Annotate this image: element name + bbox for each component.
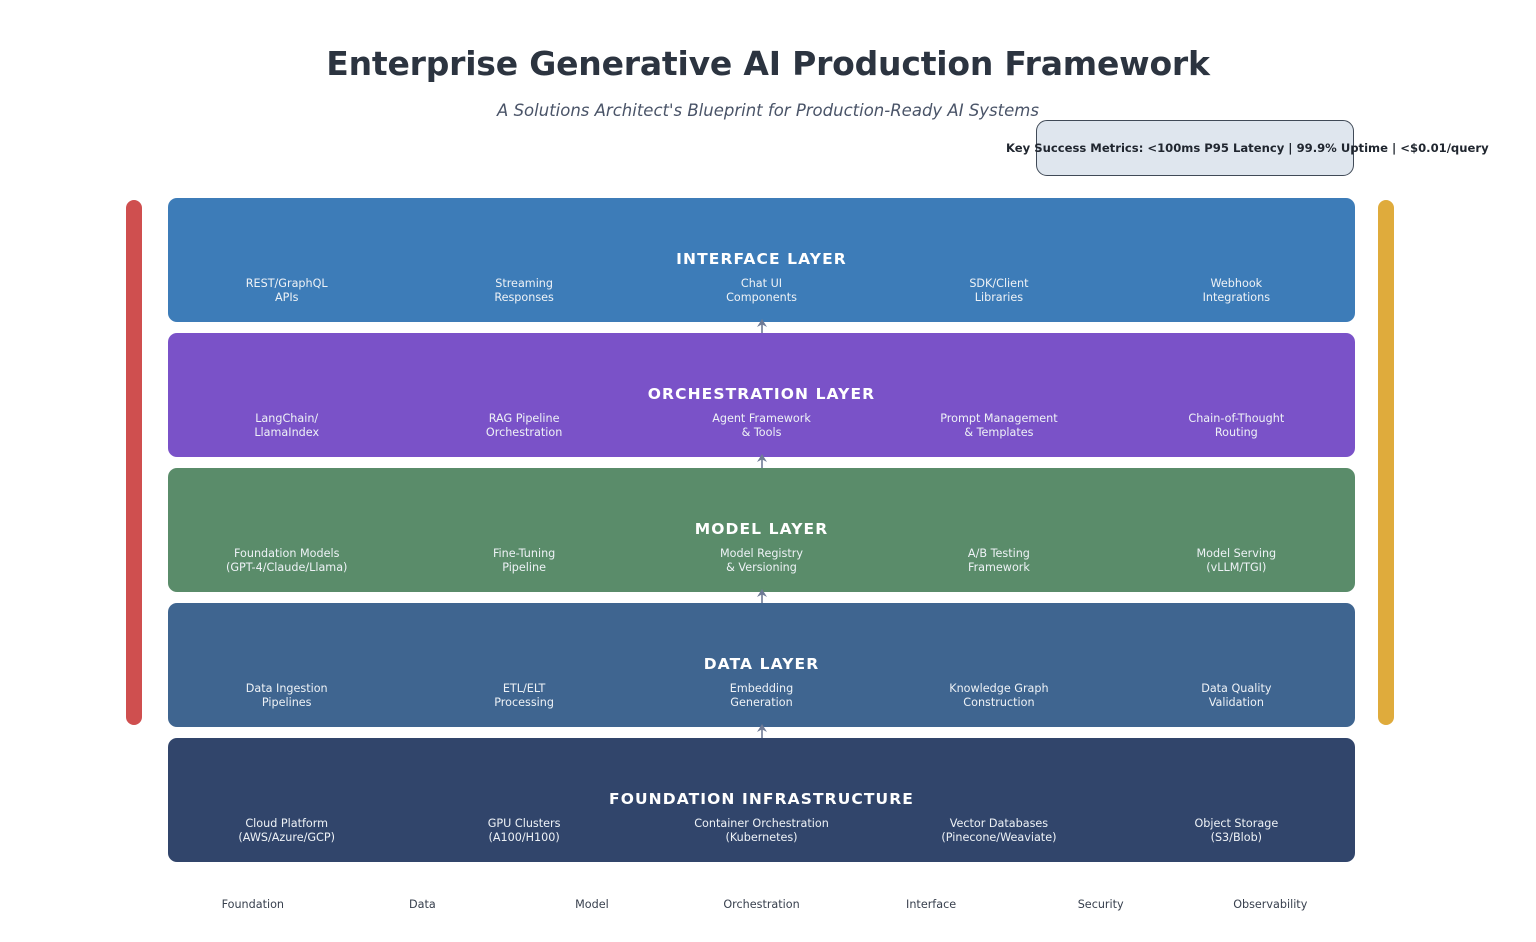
layer-component[interactable]: Prompt Management & Templates xyxy=(940,412,1058,439)
layer-slot: MODEL LAYER Foundation Models (GPT-4/Clau… xyxy=(168,468,1355,592)
layer-component[interactable]: Container Orchestration (Kubernetes) xyxy=(694,817,829,844)
layer-title: ORCHESTRATION LAYER xyxy=(647,385,876,403)
layer-component[interactable]: Webhook Integrations xyxy=(1202,277,1271,304)
legend-item: Orchestration xyxy=(723,898,800,911)
layer-component[interactable]: Model Registry & Versioning xyxy=(720,547,803,574)
legend-item: Data xyxy=(409,898,436,911)
legend-item: Interface xyxy=(906,898,957,911)
architecture-layer-stack: INTERFACE LAYER REST/GraphQL APIs Streamin… xyxy=(168,198,1355,862)
layer-components-row: REST/GraphQL APIs Streaming Responses Chat… xyxy=(168,277,1355,304)
layer-component[interactable]: Embedding Generation xyxy=(729,682,794,709)
layer-box[interactable]: INTERFACE LAYER REST/GraphQL APIs Streamin… xyxy=(168,198,1355,322)
legend-item: Foundation xyxy=(221,898,285,911)
layer-slot: FOUNDATION INFRASTRUCTURE Cloud Platform … xyxy=(168,738,1355,862)
layer-component[interactable]: RAG Pipeline Orchestration xyxy=(485,412,563,439)
layer-component[interactable]: Cloud Platform (AWS/Azure/GCP) xyxy=(238,817,335,844)
page-subtitle: A Solutions Architect's Blueprint for Pr… xyxy=(497,101,1039,120)
layer-component[interactable]: Streaming Responses xyxy=(494,277,554,304)
layer-title: FOUNDATION INFRASTRUCTURE xyxy=(609,790,914,808)
layer-component[interactable]: Fine-Tuning Pipeline xyxy=(492,547,556,574)
metrics-callout-text: Key Success Metrics: <100ms P95 Latency … xyxy=(1006,141,1489,155)
layer-component[interactable]: Vector Databases (Pinecone/Weaviate) xyxy=(941,817,1057,844)
layer-components-row: LangChain/ LlamaIndex RAG Pipeline Orches… xyxy=(168,412,1355,439)
upward-arrow-icon xyxy=(168,319,1355,335)
layer-component[interactable]: Knowledge Graph Construction xyxy=(949,682,1049,709)
metrics-callout-box xyxy=(1036,120,1354,176)
layer-component[interactable]: Object Storage (S3/Blob) xyxy=(1194,817,1279,844)
layer-component[interactable]: GPU Clusters (A100/H100) xyxy=(487,817,561,844)
layer-title: INTERFACE LAYER xyxy=(676,250,847,268)
layer-box[interactable]: ORCHESTRATION LAYER LangChain/ LlamaIndex… xyxy=(168,333,1355,457)
layer-components-row: Data Ingestion Pipelines ETL/ELT Processi… xyxy=(168,682,1355,709)
layer-slot: DATA LAYER Data Ingestion Pipelines ETL/EL… xyxy=(168,603,1355,727)
layer-component[interactable]: A/B Testing Framework xyxy=(967,547,1030,574)
layer-slot: INTERFACE LAYER REST/GraphQL APIs Streamin… xyxy=(168,198,1355,322)
observability-vertical-bar xyxy=(1378,200,1394,725)
layer-box[interactable]: DATA LAYER Data Ingestion Pipelines ETL/EL… xyxy=(168,603,1355,727)
layer-box[interactable]: FOUNDATION INFRASTRUCTURE Cloud Platform … xyxy=(168,738,1355,862)
layer-component[interactable]: Agent Framework & Tools xyxy=(712,412,811,439)
layer-component[interactable]: LangChain/ LlamaIndex xyxy=(254,412,320,439)
layer-components-row: Foundation Models (GPT-4/Claude/Llama) Fi… xyxy=(168,547,1355,574)
layer-component[interactable]: REST/GraphQL APIs xyxy=(245,277,328,304)
upward-arrow-icon xyxy=(168,454,1355,470)
diagram-header: Enterprise Generative AI Production Fram… xyxy=(0,0,1536,120)
layer-components-row: Cloud Platform (AWS/Azure/GCP) GPU Cluste… xyxy=(168,817,1355,844)
layer-component[interactable]: SDK/Client Libraries xyxy=(969,277,1029,304)
layer-title: MODEL LAYER xyxy=(694,520,829,538)
layer-component[interactable]: Model Serving (vLLM/TGI) xyxy=(1196,547,1277,574)
key-success-metrics-callout: Key Success Metrics: <100ms P95 Latency … xyxy=(1006,120,1489,176)
legend-item: Security xyxy=(1077,898,1124,911)
layer-component[interactable]: Foundation Models (GPT-4/Claude/Llama) xyxy=(225,547,348,574)
layer-component[interactable]: Chat UI Components xyxy=(726,277,797,304)
layer-component[interactable]: Chain-of-Thought Routing xyxy=(1188,412,1285,439)
legend-item: Model xyxy=(575,898,609,911)
layer-component[interactable]: ETL/ELT Processing xyxy=(494,682,554,709)
layer-component[interactable]: Data Quality Validation xyxy=(1201,682,1272,709)
layer-component[interactable]: Data Ingestion Pipelines xyxy=(245,682,328,709)
page-title: Enterprise Generative AI Production Fram… xyxy=(326,44,1210,83)
legend-row: Foundation Data Model Orchestration Interfac… xyxy=(168,898,1355,911)
legend-item: Observability xyxy=(1233,898,1308,911)
security-vertical-bar xyxy=(126,200,142,725)
upward-arrow-icon xyxy=(168,724,1355,740)
upward-arrow-icon xyxy=(168,589,1355,605)
layer-box[interactable]: MODEL LAYER Foundation Models (GPT-4/Clau… xyxy=(168,468,1355,592)
layer-slot: ORCHESTRATION LAYER LangChain/ LlamaIndex… xyxy=(168,333,1355,457)
layer-title: DATA LAYER xyxy=(703,655,820,673)
